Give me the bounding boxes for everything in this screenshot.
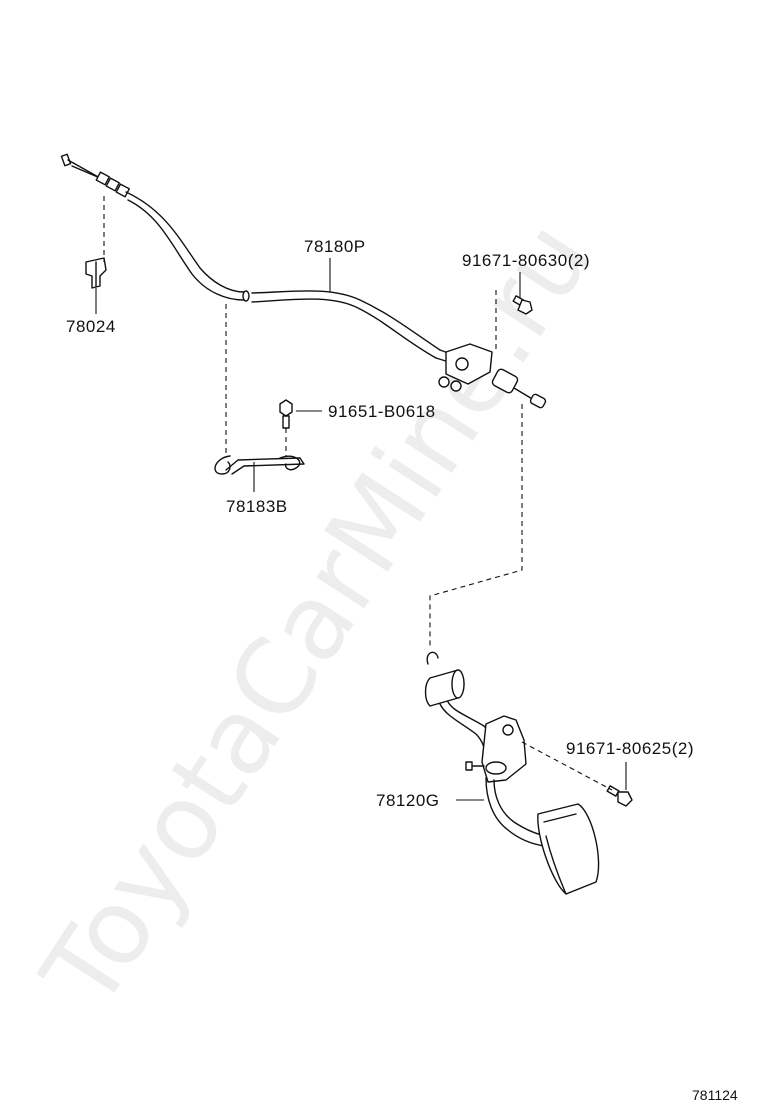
- label-78180p: 78180P: [304, 237, 366, 256]
- figure-number: 781124: [692, 1087, 738, 1103]
- label-91651-b0618: 91651-B0618: [328, 402, 436, 421]
- cable-clamp[interactable]: [214, 455, 305, 475]
- leader-lines: [95, 258, 627, 801]
- label-78120g: 78120G: [376, 791, 440, 810]
- label-91671-80630: 91671-80630(2): [462, 251, 590, 270]
- clip-bolt[interactable]: [279, 399, 293, 429]
- assembly-lines: [103, 196, 613, 791]
- cable-bracket[interactable]: [85, 257, 107, 289]
- label-78183b: 78183B: [226, 497, 288, 516]
- bolt-bottom[interactable]: [606, 785, 633, 807]
- label-78024: 78024: [66, 317, 116, 336]
- accelerator-pedal[interactable]: [424, 651, 600, 895]
- accelerator-cable[interactable]: [60, 153, 547, 409]
- bolt-top[interactable]: [512, 295, 533, 315]
- label-91671-80625: 91671-80625(2): [566, 739, 694, 758]
